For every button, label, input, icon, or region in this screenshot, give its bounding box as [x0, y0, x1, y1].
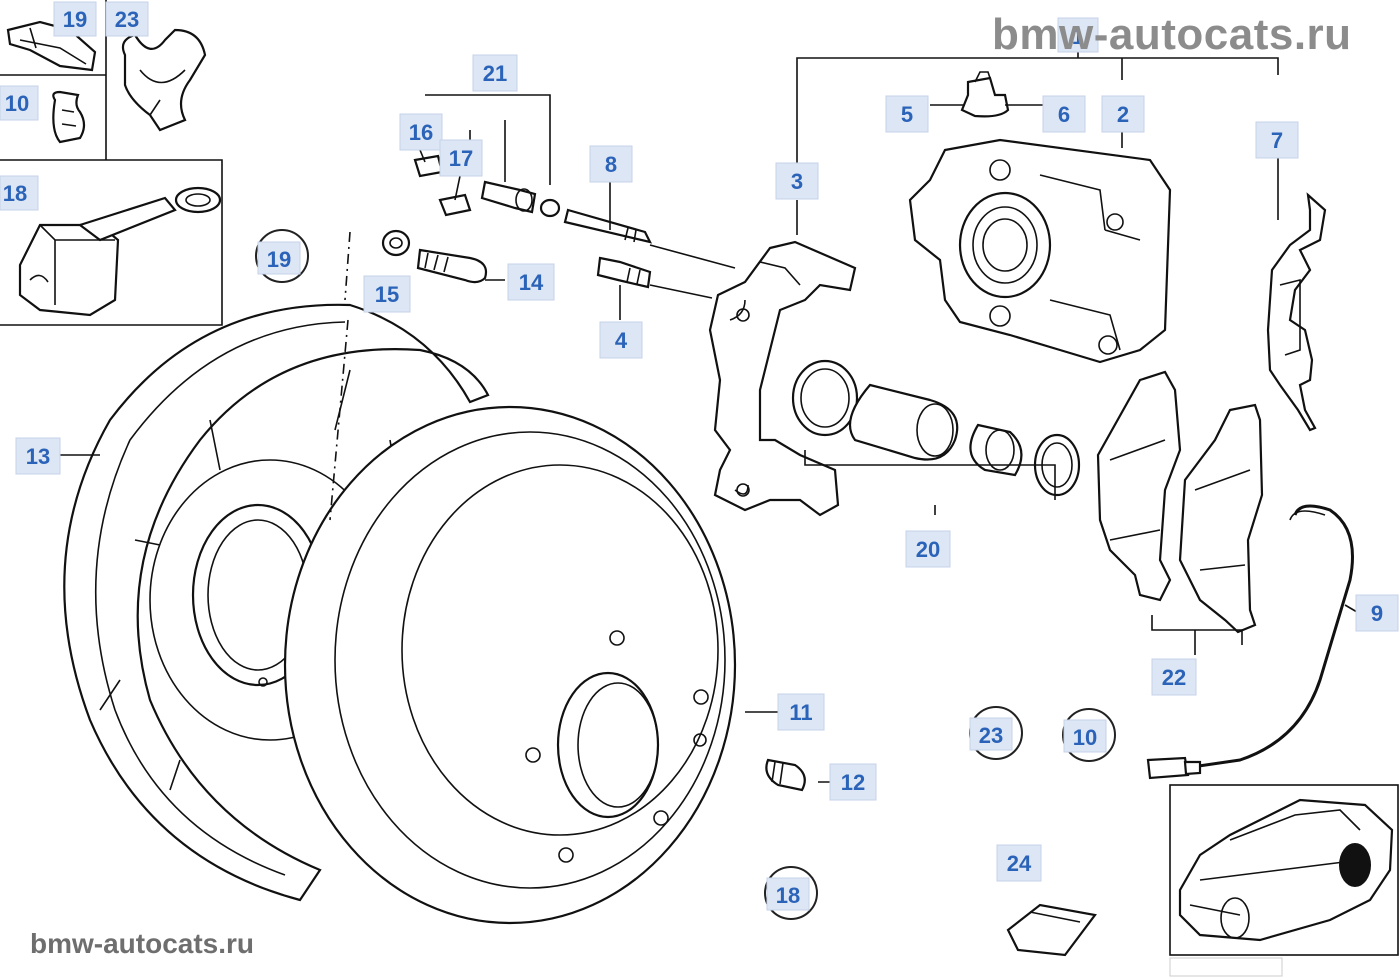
- inset-label-10: 10: [0, 85, 39, 121]
- label-1-text: 1: [1072, 24, 1084, 49]
- circle-label-19-text: 19: [267, 247, 291, 272]
- car-location-inset: [1169, 784, 1399, 977]
- label-8: 8: [589, 145, 633, 183]
- label-5: 5: [885, 95, 929, 133]
- label-8-text: 8: [605, 152, 617, 177]
- circle-label-19: 19: [255, 229, 309, 283]
- circle-label-18-text: 18: [776, 883, 800, 908]
- label-4-text: 4: [615, 328, 628, 353]
- part-bleeder-valve: [960, 71, 1010, 118]
- label-11-text: 11: [789, 700, 812, 725]
- part-wear-sensor-cable: [1146, 504, 1354, 780]
- label-6: 6: [1042, 95, 1086, 133]
- label-16-text: 16: [409, 120, 433, 145]
- label-12: 12: [829, 763, 877, 801]
- inset-label-19-text: 19: [63, 7, 87, 32]
- label-15-text: 15: [375, 282, 399, 307]
- label-17-text: 17: [449, 146, 473, 171]
- label-22-text: 22: [1162, 665, 1186, 690]
- label-12-text: 12: [841, 770, 865, 795]
- label-1: 1: [1057, 17, 1099, 53]
- label-14-text: 14: [519, 270, 544, 295]
- label-15: 15: [363, 275, 411, 313]
- label-24: 24: [996, 844, 1042, 882]
- label-9-text: 9: [1371, 601, 1383, 626]
- label-20: 20: [905, 530, 951, 568]
- inset-label-19: 19: [53, 1, 97, 37]
- circle-label-23: 23: [969, 706, 1023, 760]
- part-small-hardware: [381, 154, 1097, 957]
- circle-label-18: 18: [764, 866, 818, 920]
- label-6-text: 6: [1058, 102, 1070, 127]
- circle-label-10: 10: [1062, 708, 1116, 762]
- label-24-text: 24: [1007, 851, 1032, 876]
- label-11: 11: [777, 693, 825, 731]
- circle-label-23-text: 23: [979, 723, 1003, 748]
- inset-label-18-text: 18: [3, 181, 27, 206]
- watermark-top: bmw-autocats.ru: [992, 10, 1352, 59]
- part-caliper-housing: [908, 138, 1172, 364]
- label-21: 21: [472, 54, 518, 92]
- label-22: 22: [1151, 658, 1197, 696]
- part-disc-screw: [765, 758, 806, 792]
- label-13: 13: [15, 437, 61, 475]
- label-14: 14: [507, 263, 555, 301]
- part-brake-pads: [1096, 370, 1264, 634]
- label-3-text: 3: [791, 169, 803, 194]
- label-13-text: 13: [26, 444, 50, 469]
- inset-label-23: 23: [105, 1, 149, 37]
- inset-panels: [0, 0, 223, 326]
- part-labels: 1 2 3 4 5 6 7 8 9 11 12 13 14 15 16 17 2…: [0, 1, 1399, 920]
- inset-label-23-text: 23: [115, 7, 139, 32]
- part-caliper-carrier: [708, 240, 857, 517]
- label-3: 3: [775, 162, 819, 200]
- label-20-text: 20: [916, 537, 940, 562]
- inset-label-18: 18: [0, 175, 39, 211]
- watermark-bottom: bmw-autocats.ru: [30, 928, 255, 959]
- label-2-text: 2: [1117, 102, 1129, 127]
- label-17: 17: [439, 139, 483, 177]
- label-5-text: 5: [901, 102, 913, 127]
- circle-label-10-text: 10: [1073, 725, 1097, 750]
- label-9: 9: [1355, 594, 1399, 632]
- leader-lines: [57, 50, 1358, 783]
- part-spring-clip: [1266, 192, 1327, 432]
- label-16: 16: [399, 113, 443, 151]
- label-21-text: 21: [483, 61, 507, 86]
- part-brake-disc: [283, 405, 737, 925]
- label-2: 2: [1101, 95, 1145, 133]
- label-7: 7: [1255, 121, 1299, 159]
- label-7-text: 7: [1271, 128, 1283, 153]
- inset-label-10-text: 10: [5, 91, 29, 116]
- label-4: 4: [599, 321, 643, 359]
